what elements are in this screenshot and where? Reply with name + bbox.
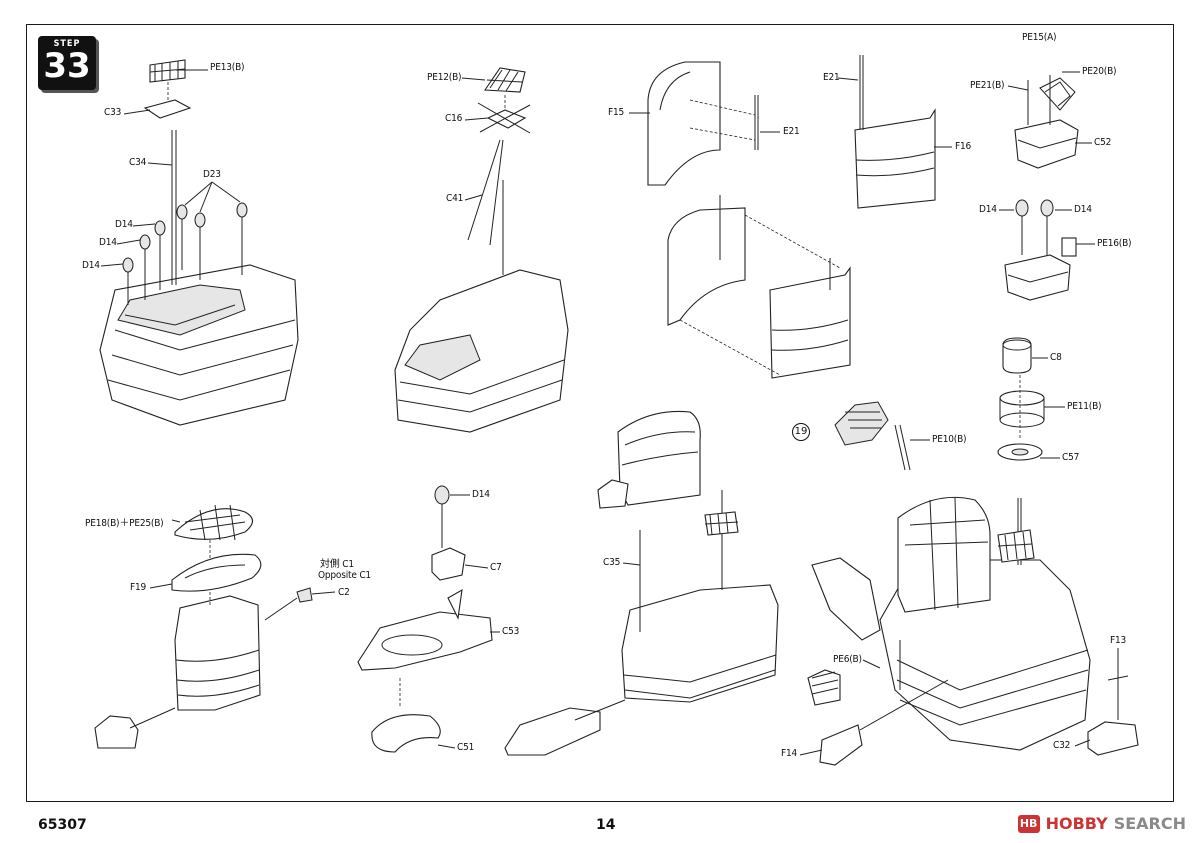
label-pe15a: PE15(A) (1022, 32, 1057, 43)
label-c35: C35 (603, 557, 621, 568)
callout-leaders (100, 69, 1119, 756)
label-pe12b: PE12(B) (427, 72, 462, 83)
label-c2: C2 (338, 587, 350, 598)
d14-parts-left (122, 202, 248, 305)
step-number: 33 (43, 46, 91, 86)
label-c51: C51 (457, 742, 475, 753)
watermark-logo-icon: HB (1017, 814, 1040, 833)
label-f13: F13 (1110, 635, 1127, 646)
label-c41: C41 (446, 193, 464, 204)
searchlight-parts (997, 337, 1045, 461)
label-c34: C34 (129, 157, 147, 168)
label-pe6b: PE6(B) (833, 654, 862, 665)
label-e21-b: E21 (823, 72, 840, 83)
label-d14-c: D14 (82, 260, 100, 271)
watermark-search: SEARCH (1113, 814, 1186, 833)
label-opposite-en: Opposite C1 (318, 570, 371, 581)
label-c52: C52 (1094, 137, 1112, 148)
label-d14-f: D14 (472, 489, 490, 500)
label-pe18b-pe25b: PE18(B)＋PE25(B) (85, 518, 164, 529)
label-f19: F19 (130, 582, 147, 593)
label-d14-d: D14 (979, 204, 997, 215)
step-label: STEP (53, 39, 81, 49)
complete-superstructure (807, 401, 1139, 766)
label-pe16b: PE16(B) (1097, 238, 1132, 249)
step-badge: STEP 33 (38, 36, 96, 90)
bridge-assembly-left (99, 59, 299, 426)
label-pe20b: PE20(B) (1082, 66, 1117, 77)
label-pe13b: PE13(B) (210, 62, 245, 73)
label-c57: C57 (1062, 452, 1080, 463)
watermark-brand: HOBBY (1045, 814, 1108, 833)
page-number: 14 (596, 817, 616, 833)
deck-parts-middle (357, 485, 493, 753)
label-opposite-jp: 対側 C1 (320, 559, 354, 570)
label-c33: C33 (104, 107, 122, 118)
label-c32: C32 (1053, 740, 1071, 751)
label-d14-e: D14 (1074, 204, 1092, 215)
watermark: HB HOBBY SEARCH (1017, 814, 1186, 833)
product-code: 65307 (38, 817, 87, 833)
label-f14: F14 (781, 748, 798, 759)
label-d14-a: D14 (115, 219, 133, 230)
bridge-assembly-middle (394, 67, 569, 433)
reference-step-19-circle: 19 (792, 423, 810, 441)
label-d14-b: D14 (99, 237, 117, 248)
label-pe10b: PE10(B) (932, 434, 967, 445)
label-c16: C16 (445, 113, 463, 124)
mast-base-parts (1004, 75, 1079, 301)
label-pe21b: PE21(B) (970, 80, 1005, 91)
label-f16: F16 (955, 141, 972, 152)
label-f15: F15 (608, 107, 625, 118)
label-c53: C53 (502, 626, 520, 637)
bridge-assembly-lower-middle (504, 410, 779, 756)
label-c8: C8 (1050, 352, 1062, 363)
label-pe11b: PE11(B) (1067, 401, 1102, 412)
label-d23: D23 (203, 169, 221, 180)
label-c7: C7 (490, 562, 502, 573)
funnel-assembly-left (94, 504, 313, 749)
page-frame (26, 24, 1174, 802)
label-e21-a: E21 (783, 126, 800, 137)
funnel-casing-parts (647, 55, 936, 379)
